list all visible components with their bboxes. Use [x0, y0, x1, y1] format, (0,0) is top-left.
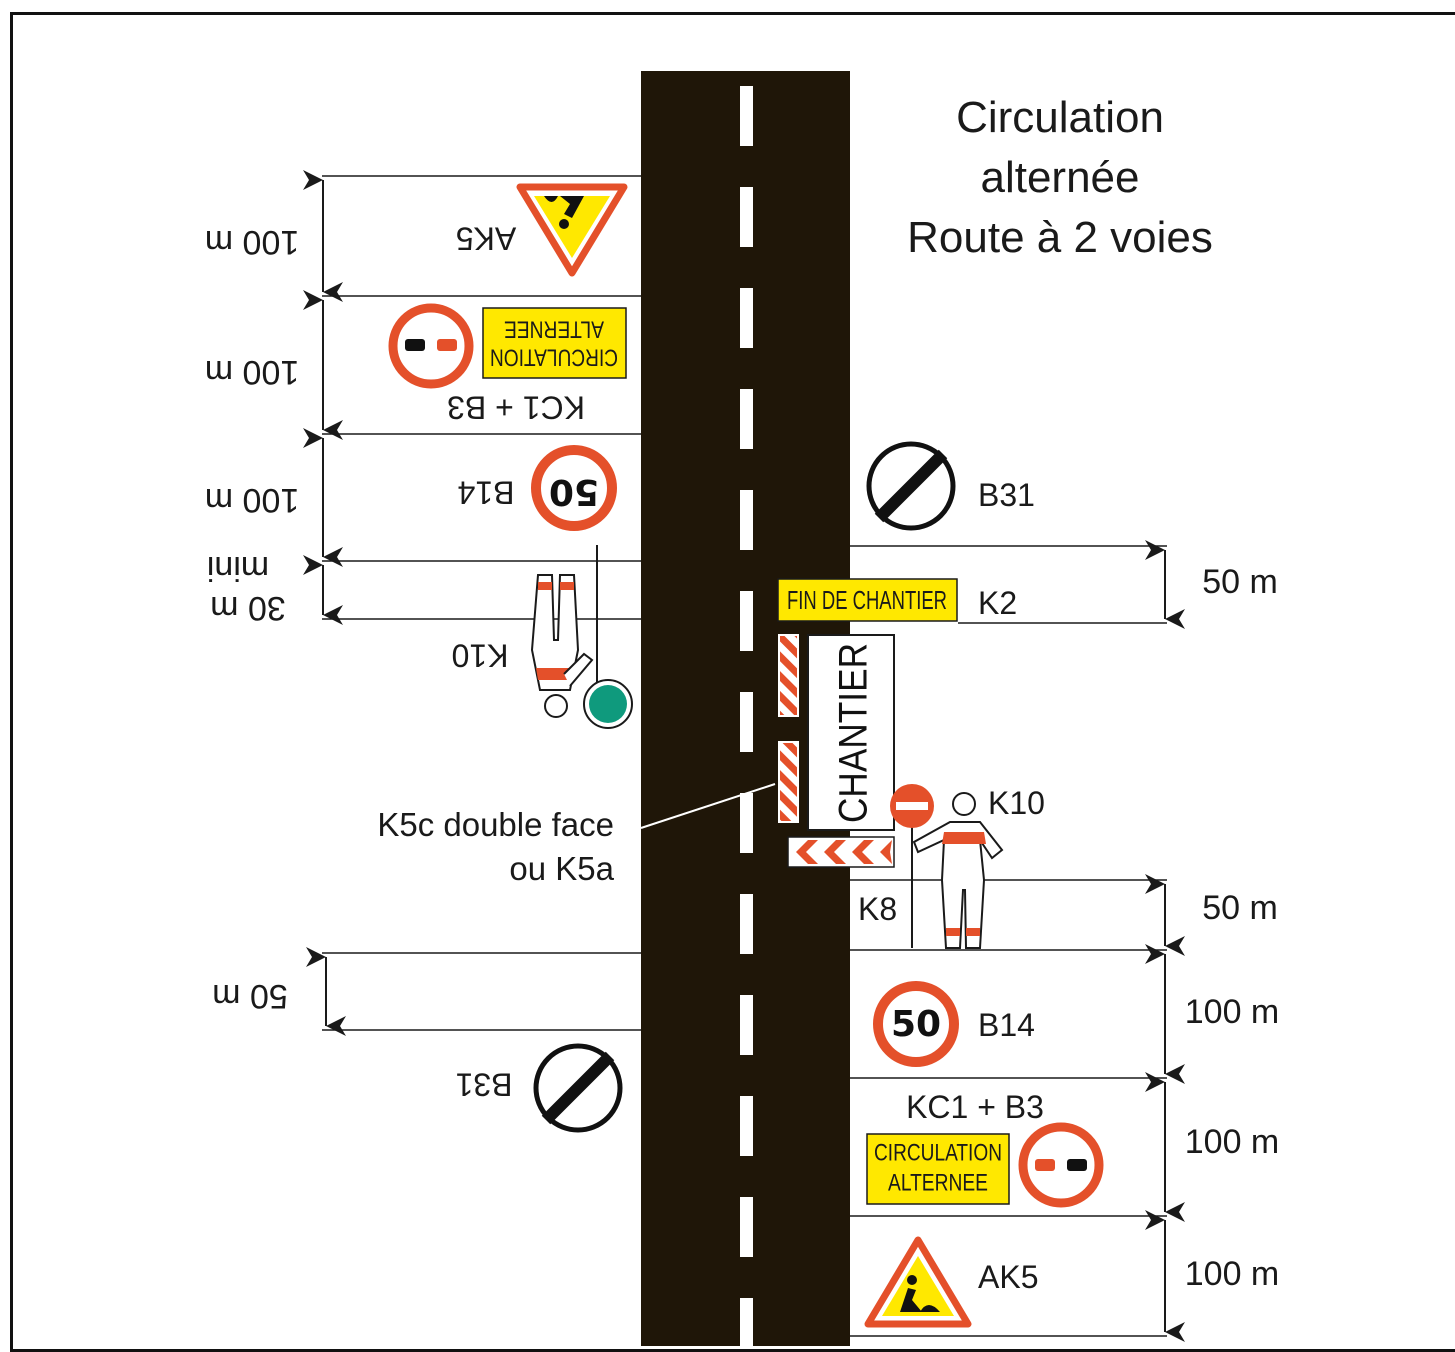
right-distance-3: 100 m	[1185, 993, 1280, 1031]
lane-dash	[740, 490, 753, 550]
right-k10-flagger	[890, 784, 1004, 949]
k5c-label-line2: ou K5a	[509, 850, 614, 887]
lane-dash	[740, 86, 753, 146]
left-k10-label: K10	[452, 638, 509, 674]
right-ak5-sign	[864, 1236, 972, 1328]
lane-dash	[740, 591, 753, 651]
right-distance-labels: 50 m 50 m 100 m 100 m 100 m	[1185, 563, 1280, 1293]
left-kc1-line1: CIRCULATION	[490, 344, 618, 371]
right-distance-2: 50 m	[1202, 889, 1278, 927]
left-distance-mini: mini	[207, 549, 269, 587]
title-line-2: alternée	[980, 153, 1139, 202]
k5c-leader-line-left	[610, 828, 641, 832]
left-b14-label: B14	[458, 475, 515, 511]
diagram-title: Circulation alternée Route à 2 voies	[907, 93, 1213, 262]
lane-dash	[740, 389, 753, 449]
title-line-1: Circulation	[956, 93, 1164, 142]
right-distance-4: 100 m	[1185, 1123, 1280, 1161]
right-b31-label: B31	[978, 477, 1035, 513]
right-distance-1: 50 m	[1202, 563, 1278, 601]
right-reference-lines	[850, 545, 1167, 1337]
lane-dash	[740, 995, 753, 1055]
left-distance-3: 100 m	[205, 481, 300, 519]
title-line-3: Route à 2 voies	[907, 213, 1213, 262]
k5c-label-line1: K5c double face	[377, 806, 614, 843]
k2-panel: FIN DE CHANTIER	[777, 578, 958, 622]
lane-dash	[740, 288, 753, 348]
left-distance-labels: 100 m 100 m 100 m 30 m mini 50 m	[205, 223, 300, 1015]
k8-label: K8	[858, 891, 897, 927]
left-ak5-sign	[516, 183, 628, 277]
right-ak5-label: AK5	[978, 1259, 1038, 1295]
left-distance-2: 100 m	[205, 353, 300, 391]
lane-dash	[740, 1298, 753, 1346]
left-kc1-panel: CIRCULATION ALTERNEE	[482, 307, 627, 379]
right-b14-sign: 50	[873, 981, 959, 1067]
lane-dash	[740, 692, 753, 752]
cars-icon	[405, 339, 457, 351]
right-b31-sign	[866, 441, 956, 531]
k5c-leader-line	[640, 783, 776, 829]
left-distance-4: 30 m	[210, 589, 286, 627]
k5c-barrier-lower	[778, 741, 799, 823]
k5c-barrier-upper	[778, 634, 799, 717]
left-dimension-arrows	[303, 170, 346, 1036]
left-ak5-label: AK5	[456, 221, 516, 257]
worker-icon	[544, 196, 584, 229]
left-k10-flagger	[530, 545, 598, 718]
left-green-signal	[583, 679, 633, 729]
chantier-panel: CHANTIER	[807, 634, 895, 831]
left-reference-lines	[322, 175, 641, 1031]
right-distance-5: 100 m	[1185, 1255, 1280, 1293]
left-distance-1: 100 m	[205, 223, 300, 261]
left-b31-label: B31	[456, 1067, 513, 1103]
left-distance-5: 50 m	[212, 977, 288, 1015]
k2-label: K2	[978, 585, 1017, 621]
left-b3-sign	[388, 303, 474, 389]
right-b14-speed: 50	[891, 1004, 941, 1045]
right-kc1-panel: CIRCULATION ALTERNEE	[866, 1133, 1010, 1205]
left-kc1-b3-label: KC1 + B3	[447, 390, 585, 426]
left-kc1-line2: ALTERNEE	[504, 316, 604, 343]
chantier-text: CHANTIER	[832, 643, 876, 823]
k2-panel-text: FIN DE CHANTIER	[787, 585, 947, 615]
cars-icon	[1035, 1159, 1087, 1171]
right-kc1-b3-label: KC1 + B3	[906, 1089, 1044, 1125]
right-kc1-line1: CIRCULATION	[874, 1139, 1002, 1166]
road-center-line	[740, 86, 753, 1346]
k8-chevron-board	[787, 836, 895, 868]
right-b14-label: B14	[978, 1007, 1035, 1043]
left-b14-sign: 50	[531, 445, 617, 531]
lane-dash	[740, 187, 753, 247]
left-b31-sign	[533, 1043, 623, 1133]
lane-dash	[740, 793, 753, 853]
left-b14-speed: 50	[549, 471, 599, 512]
lane-dash	[740, 1096, 753, 1156]
worker-icon	[900, 1275, 940, 1312]
lane-dash	[740, 894, 753, 954]
right-k10-label: K10	[988, 785, 1045, 821]
right-b3-sign	[1018, 1122, 1104, 1208]
right-kc1-line2: ALTERNEE	[888, 1169, 988, 1196]
lane-dash	[740, 1197, 753, 1257]
